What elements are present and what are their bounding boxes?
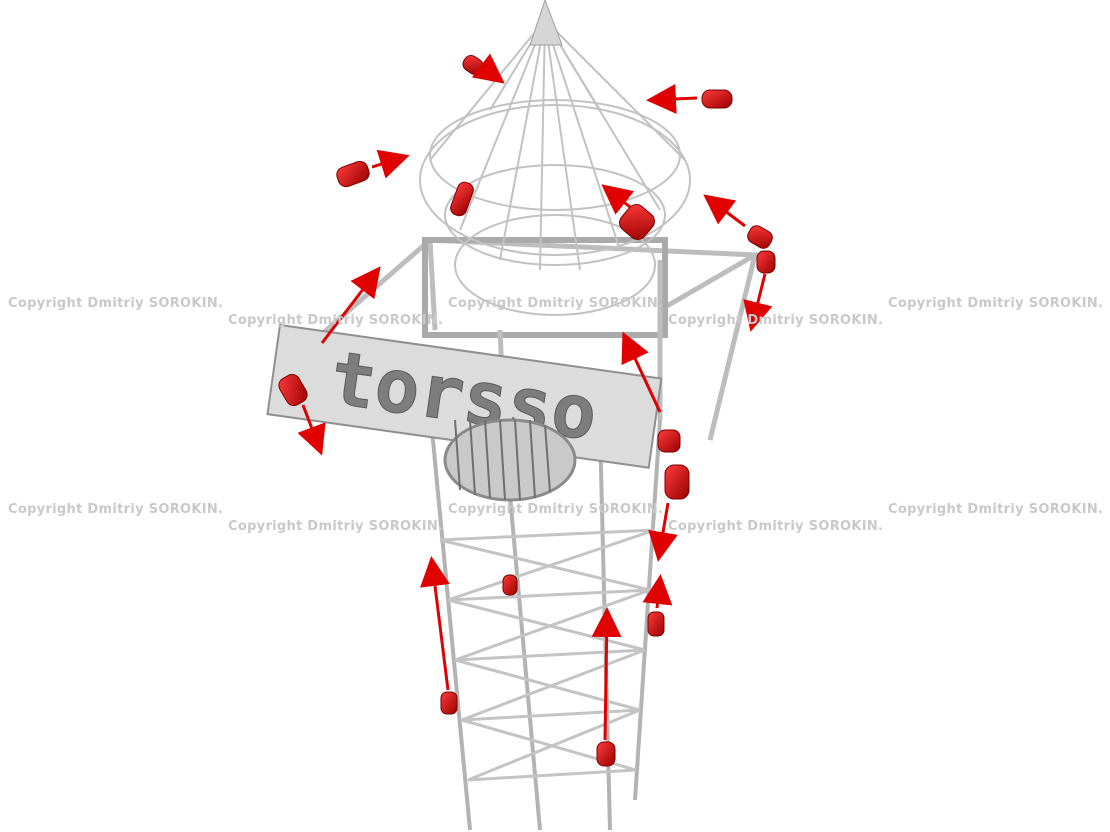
watermark-text: Copyright Dmitriy SOROKIN. <box>8 296 224 311</box>
watermark-text: Copyright Dmitriy SOROKIN. <box>448 502 664 517</box>
direction-arrow <box>591 607 622 741</box>
light-fixture <box>502 574 518 596</box>
direction-arrow <box>648 502 678 562</box>
watermark-text: Copyright Dmitriy SOROKIN. <box>228 519 444 534</box>
direction-arrow <box>642 574 673 609</box>
spire-tip <box>529 0 563 46</box>
direction-arrow <box>320 266 381 344</box>
direction-arrow <box>703 194 746 228</box>
watermark-text: Copyright Dmitriy SOROKIN. <box>448 296 664 311</box>
spiral-drum <box>443 418 577 502</box>
light-fixture <box>756 250 776 274</box>
light-fixture <box>619 204 655 240</box>
direction-arrow <box>420 556 450 691</box>
light-fixture <box>440 691 458 715</box>
watermark-text: Copyright Dmitriy SOROKIN. <box>8 502 224 517</box>
light-fixture <box>336 160 370 188</box>
light-fixture <box>647 611 665 637</box>
light-fixture <box>462 54 484 76</box>
direction-arrow <box>646 83 698 114</box>
light-fixture <box>701 89 733 109</box>
direction-arrow <box>297 404 326 456</box>
direction-arrow <box>743 273 773 332</box>
direction-arrows <box>297 53 773 741</box>
light-fixture <box>596 741 616 767</box>
light-fixture <box>450 181 474 217</box>
light-fixture <box>664 464 690 500</box>
light-fixture <box>278 373 308 407</box>
direction-arrow <box>371 149 410 179</box>
direction-arrow <box>601 184 635 215</box>
watermark-text: Copyright Dmitriy SOROKIN. <box>888 502 1104 517</box>
watermark-text: Copyright Dmitriy SOROKIN. <box>668 519 884 534</box>
light-fixture <box>747 225 773 249</box>
dome-wireframe <box>419 19 691 316</box>
watermark-text: Copyright Dmitriy SOROKIN. <box>668 313 884 328</box>
watermark-text: Copyright Dmitriy SOROKIN. <box>888 296 1104 311</box>
watermark-text: Copyright Dmitriy SOROKIN. <box>228 313 444 328</box>
light-fixture <box>657 429 681 453</box>
direction-arrow <box>621 331 662 413</box>
direction-arrow <box>471 53 505 84</box>
